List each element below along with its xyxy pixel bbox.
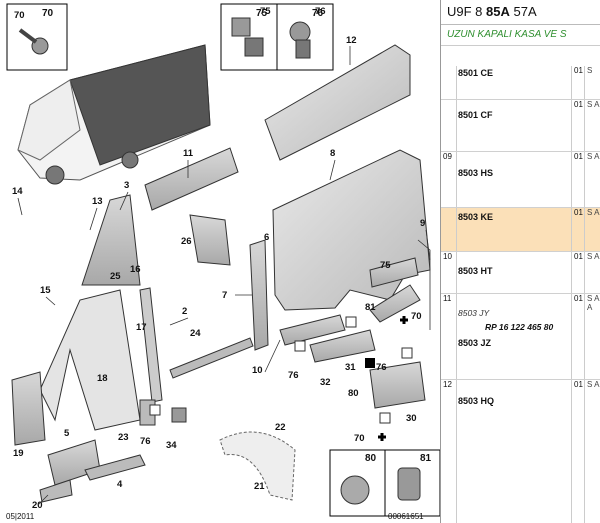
plug-icon	[340, 475, 370, 505]
callout-34: 34	[166, 440, 177, 451]
callout-3: 3	[124, 180, 129, 191]
arch-liner	[369, 284, 421, 323]
callout-76: 76	[315, 6, 326, 17]
callout-4: 4	[117, 479, 123, 490]
callout-26: 26	[181, 236, 192, 247]
svg-text:70: 70	[42, 8, 54, 19]
callout-19: 19	[13, 448, 24, 459]
callout-7: 7	[222, 290, 227, 301]
part-code-alt: 8503 JY	[458, 308, 490, 318]
callout-5: 5	[64, 428, 70, 439]
callout-30: 30	[406, 413, 417, 424]
pillar-panel	[81, 194, 141, 286]
part-row[interactable]: 8501 CF 01 S A	[441, 100, 600, 152]
callout-10: 10	[252, 365, 263, 376]
svg-text:75: 75	[256, 8, 268, 19]
callout-25: 25	[110, 271, 121, 282]
clip-icon	[231, 17, 251, 37]
callout-80: 80	[348, 388, 359, 399]
callout-76c: 76	[376, 362, 387, 373]
part-row-highlighted[interactable]: 8503 KE 01 S A	[441, 208, 600, 252]
arch-trim	[369, 257, 419, 288]
callout-2: 2	[182, 306, 187, 317]
callout-6: 6	[264, 232, 269, 243]
wheel-arch	[219, 431, 296, 501]
part-code: 8503 HS	[458, 168, 494, 178]
callout-16: 16	[130, 264, 141, 275]
screw-icon	[18, 28, 49, 55]
van-illustration	[17, 44, 211, 185]
box-80: 80	[329, 449, 386, 517]
rivet-icon	[289, 21, 311, 43]
part-row[interactable]: 10 8503 HT 01 S A	[441, 252, 600, 294]
front-frame	[39, 289, 141, 431]
callout-75b: 75	[380, 260, 391, 271]
callout-76b: 76	[288, 370, 299, 381]
side-panel	[272, 149, 431, 311]
callout-20: 20	[32, 500, 43, 511]
callout-12: 12	[346, 35, 357, 46]
callout-70: 70	[14, 10, 25, 21]
footer-left: 05|2011	[6, 512, 35, 521]
footer-right: 00061651	[388, 512, 424, 521]
lower-sill	[279, 314, 346, 346]
callout-21: 21	[254, 481, 265, 492]
part-code: 8501 CF	[458, 110, 493, 120]
roof-side-panel	[264, 44, 411, 161]
pillar-strip	[139, 287, 163, 403]
callout-22: 22	[275, 422, 286, 433]
callout-75: 75	[260, 6, 271, 17]
box-76: 76	[276, 3, 334, 71]
fastener-symbols	[149, 316, 413, 441]
part-code: 8501 CE	[458, 68, 494, 78]
callout-81: 81	[365, 302, 376, 313]
parts-subtitle: UZUN KAPALI KASA VE S	[441, 25, 600, 46]
callout-15: 15	[40, 285, 51, 296]
svg-text:76: 76	[312, 8, 324, 19]
callout-14: 14	[12, 186, 23, 197]
svg-text:81: 81	[420, 453, 432, 464]
callout-31: 31	[345, 362, 356, 373]
callout-32: 32	[320, 377, 331, 388]
part-row[interactable]: 12 8503 HQ 01 S A	[441, 380, 600, 523]
box-81: 81	[384, 449, 440, 517]
lower-panel	[309, 329, 376, 363]
box-70: 70	[6, 3, 68, 71]
b-pillar	[249, 239, 269, 351]
upper-trim	[144, 147, 239, 211]
callout-13: 13	[92, 196, 103, 207]
svg-text:80: 80	[365, 453, 377, 464]
callout-70b: 70	[411, 311, 422, 322]
grommet-icon	[397, 467, 421, 501]
parts-list-panel: U9F 8 85A 57A UZUN KAPALI KASA VE S 8501…	[440, 0, 600, 523]
callout-18: 18	[97, 373, 108, 384]
part-row[interactable]: 11 8503 JY RP 16 122 465 80 8503 JZ 01 S…	[441, 294, 600, 380]
callout-9: 9	[420, 218, 425, 229]
rear-lower-panel	[369, 361, 426, 409]
callout-76d: 76	[140, 436, 151, 447]
bracket	[189, 214, 231, 266]
callout-23: 23	[118, 432, 129, 443]
part-code: 8503 HT	[458, 266, 493, 276]
leader-lines	[17, 46, 431, 506]
callout-17: 17	[136, 322, 147, 333]
front-step	[11, 371, 46, 446]
parts-header: U9F 8 85A 57A	[441, 0, 600, 25]
callout-24: 24	[190, 328, 201, 339]
part-row[interactable]: 8501 CE 01 S	[441, 66, 600, 100]
part-code: 8503 KE	[458, 212, 494, 222]
callout-labels: 70 75 76 12 11 8 14 13 3 26 6 9 15 25 16…	[12, 6, 425, 511]
sill	[169, 337, 254, 379]
parts-diagram: 70 75 76	[6, 3, 440, 521]
part-reference: RP 16 122 465 80	[485, 322, 554, 332]
part-code: 8503 HQ	[458, 396, 495, 406]
callout-11: 11	[183, 148, 194, 159]
part-row[interactable]: 09 8503 HS 01 S A	[441, 152, 600, 208]
callout-70c: 70	[354, 433, 365, 444]
part-code: 8503 JZ	[458, 338, 492, 348]
callout-8: 8	[330, 148, 335, 159]
